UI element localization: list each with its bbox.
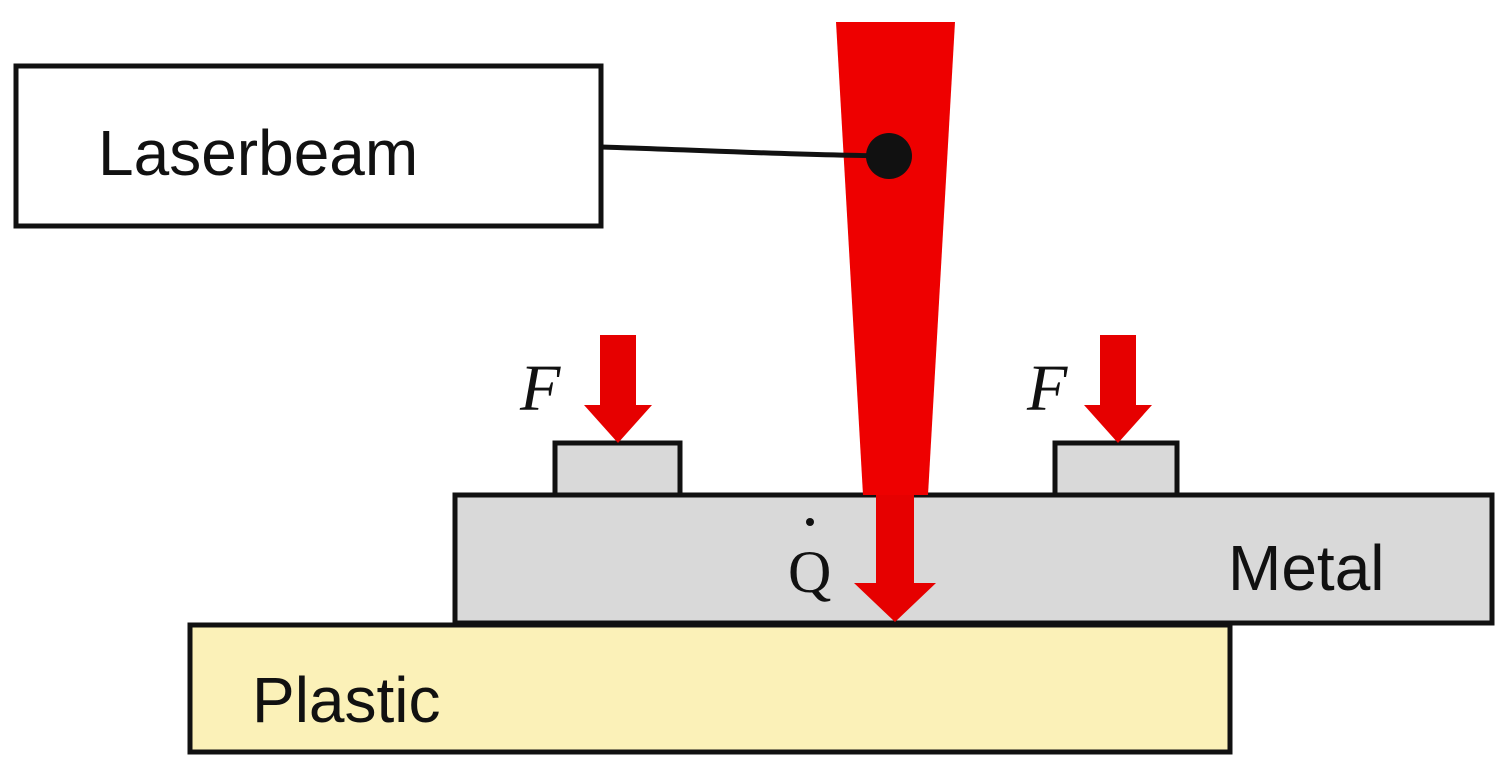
force-arrow-left [584, 335, 652, 443]
laserbeam-label: Laserbeam [98, 117, 418, 189]
laser-beam [836, 22, 955, 495]
force-arrow-right [1084, 335, 1152, 443]
metal-label: Metal [1228, 532, 1385, 604]
heat-flow-label: Q [788, 539, 831, 605]
plastic-plate [187, 622, 1233, 755]
metal-plate [452, 492, 1495, 626]
clamp-left [552, 440, 683, 498]
callout-leader-line [600, 144, 890, 159]
force-label-right: F [1026, 352, 1068, 425]
force-label-left: F [519, 352, 561, 425]
plastic-label: Plastic [252, 664, 441, 736]
clamp-right [1052, 440, 1180, 498]
heat-flow-arrow [854, 495, 936, 622]
laserbeam-callout-box [13, 63, 604, 229]
callout-leader-dot [866, 133, 912, 179]
heat-flow-dot [806, 518, 814, 526]
